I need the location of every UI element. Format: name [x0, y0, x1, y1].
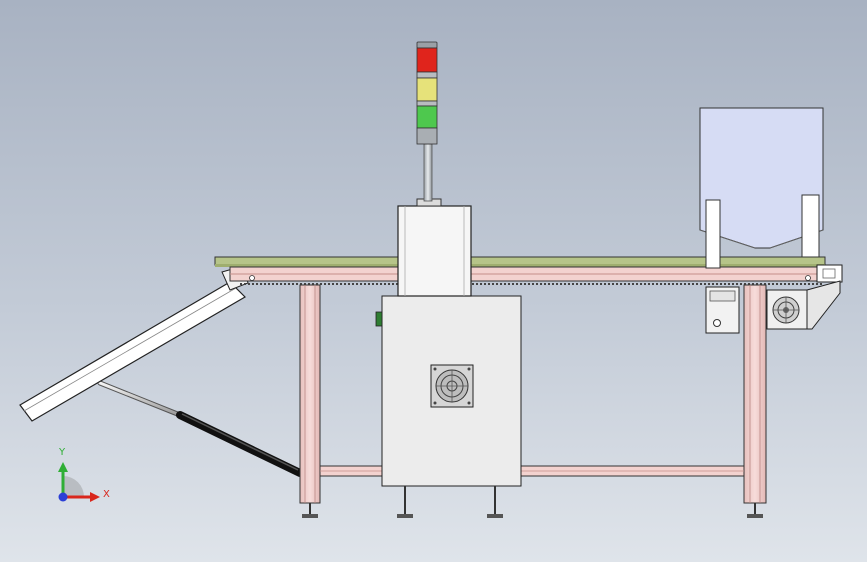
control-box	[705, 286, 740, 334]
detector-head	[397, 198, 472, 297]
triad-x-label: X	[103, 489, 110, 500]
motor-fan-icon	[772, 296, 800, 324]
conveyor-belt	[214, 256, 826, 267]
leveling-feet	[302, 503, 763, 518]
detector-cooling-fan-icon	[430, 364, 474, 408]
tail-pulley-block	[816, 264, 843, 283]
frame-left-post	[299, 284, 321, 504]
support-strut	[97, 380, 304, 477]
frame-right-post	[743, 284, 767, 504]
triad-y-label: Y	[58, 447, 66, 458]
signal-tower	[416, 41, 438, 202]
feed-hopper	[699, 107, 824, 249]
conveyor-frame-rail	[229, 266, 825, 285]
hopper-legs	[705, 194, 820, 269]
coordinate-triad[interactable]: Y X	[58, 447, 110, 502]
